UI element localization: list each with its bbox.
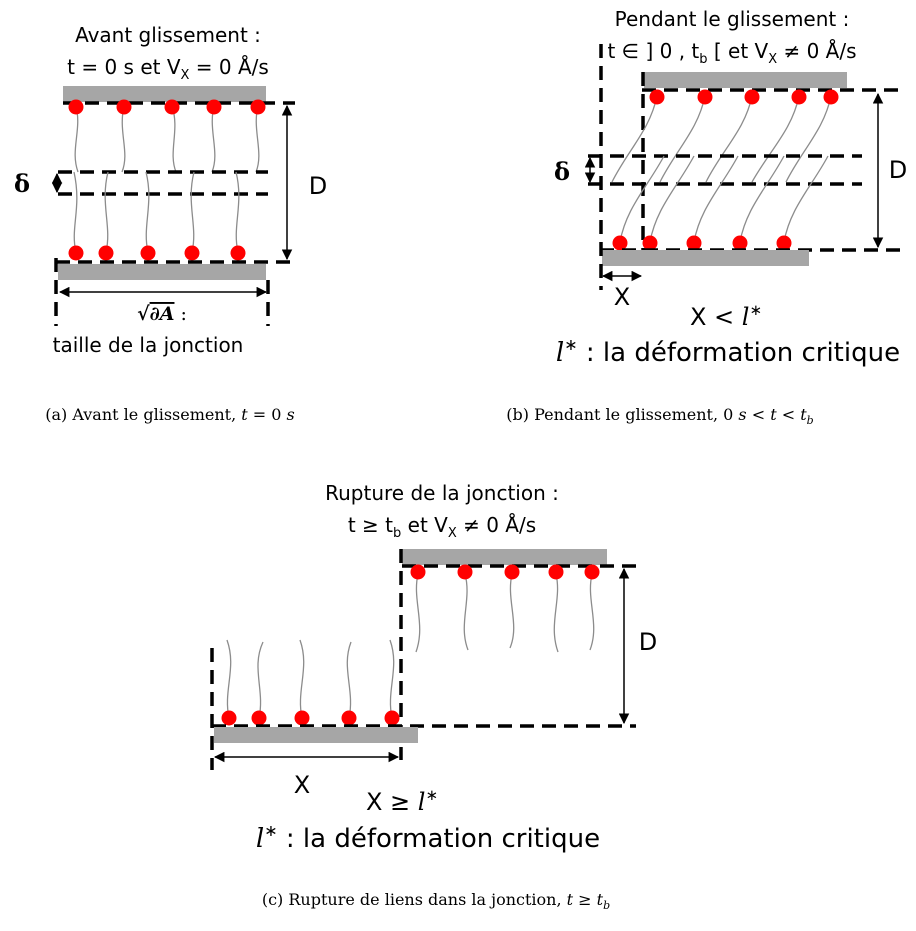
distance-label: D	[889, 156, 907, 184]
distance-label: D	[639, 628, 657, 656]
bottom-beads	[222, 711, 400, 726]
bottom-plate	[214, 727, 418, 743]
condition-label: X ≥ l∗	[366, 786, 438, 816]
bottom-chains	[74, 172, 239, 252]
top-plate	[402, 549, 607, 565]
critical-strain-label: l∗ : la déformation critique	[556, 335, 900, 368]
bottom-plate	[58, 264, 266, 280]
shift-label: X	[614, 283, 630, 311]
top-beads	[411, 565, 600, 580]
distance-label: D	[309, 172, 327, 200]
bottom-beads	[69, 246, 246, 261]
panel-c-title-line1: Rupture de la jonction :	[325, 481, 559, 505]
junction-description: taille de la jonction	[53, 333, 244, 357]
panel-a-title-line1: Avant glissement :	[75, 23, 261, 47]
caption-b: (b) Pendant le glissement, 0 s < t < tb	[506, 405, 813, 427]
panel-c: Rupture de la jonction : t ≥ tb et VX ≠ …	[212, 481, 657, 912]
panel-c-title-line2: t ≥ tb et VX ≠ 0 Å/s	[348, 513, 536, 541]
panel-b-title-line1: Pendant le glissement :	[615, 7, 850, 31]
top-plate	[644, 72, 847, 88]
panel-a-title-line2: t = 0 s et VX = 0 Å/s	[67, 55, 269, 83]
panel-b-title-line2: t ∈ ] 0 , tb [ et VX ≠ 0 Å/s	[607, 39, 856, 67]
shift-label: X	[294, 771, 310, 799]
top-plate	[63, 86, 266, 102]
condition-label: X < l∗	[690, 301, 762, 331]
bottom-plate	[602, 250, 809, 266]
bottom-chains	[620, 156, 828, 242]
panel-a: Avant glissement : t = 0 s et VX = 0 Å/s	[14, 23, 327, 424]
top-chains	[612, 96, 831, 182]
panel-b: Pendant le glissement : t ∈ ] 0 , tb [ e…	[506, 7, 907, 427]
delta-label: δ	[14, 169, 30, 198]
junction-symbol: √∂A :	[137, 303, 187, 325]
top-chains	[416, 574, 594, 652]
delta-label: δ	[554, 157, 570, 186]
caption-c: (c) Rupture de liens dans la jonction, t…	[262, 890, 610, 912]
caption-a: (a) Avant le glissement, t = 0 s	[45, 405, 295, 424]
top-chains	[75, 106, 259, 172]
bottom-chains	[227, 640, 394, 718]
critical-strain-label: l∗ : la déformation critique	[256, 821, 600, 854]
